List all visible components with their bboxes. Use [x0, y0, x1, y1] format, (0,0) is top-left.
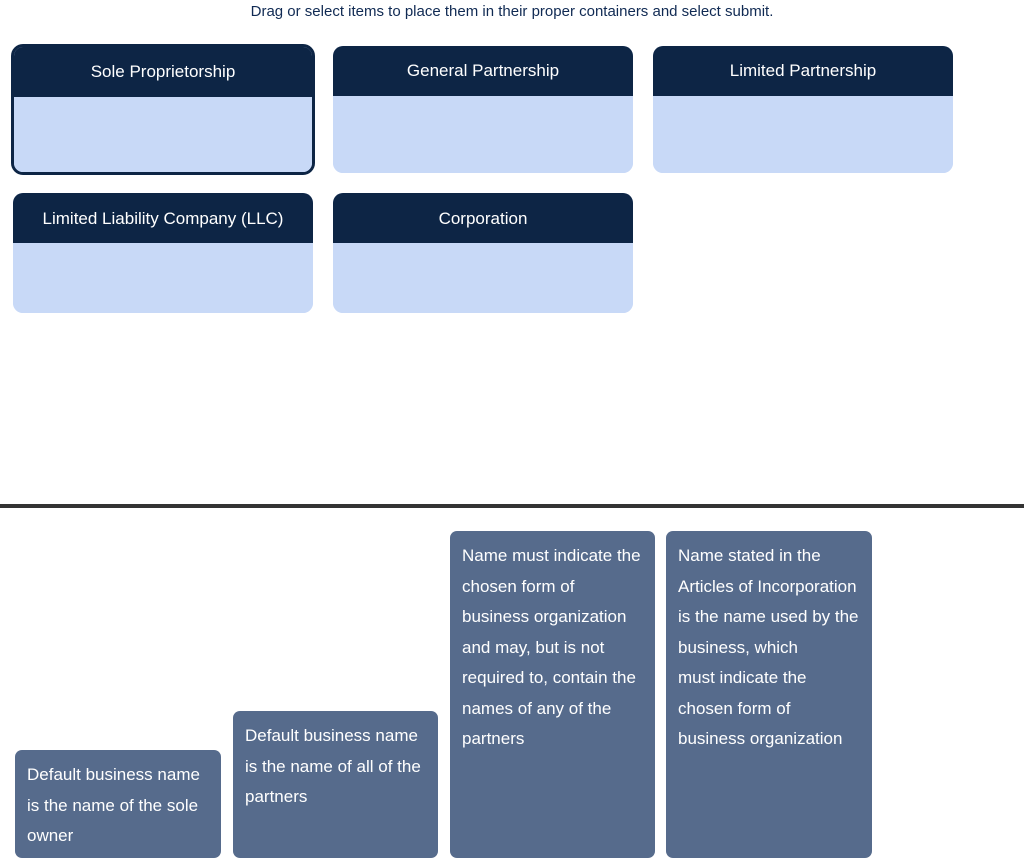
drop-container-slot[interactable]	[653, 96, 953, 173]
drop-container-header: Limited Liability Company (LLC)	[13, 193, 313, 243]
drop-container-slot[interactable]	[333, 243, 633, 313]
draggable-item[interactable]: Name stated in the Articles of Incorpora…	[666, 531, 872, 858]
draggable-item[interactable]: Name must indicate the chosen form of bu…	[450, 531, 655, 858]
draggable-item[interactable]: Default business name is the name of all…	[233, 711, 438, 858]
drop-container-header: Limited Partnership	[653, 46, 953, 96]
drop-container-general-partnership[interactable]: General Partnership	[333, 46, 633, 173]
drop-container-corporation[interactable]: Corporation	[333, 193, 633, 313]
drop-container-slot[interactable]	[14, 97, 312, 172]
draggable-item[interactable]: Default business name is the name of the…	[15, 750, 221, 858]
drop-container-sole-proprietorship[interactable]: Sole Proprietorship	[11, 44, 315, 175]
drop-container-header: Corporation	[333, 193, 633, 243]
item-tray: Default business name is the name of the…	[0, 508, 1024, 863]
drop-container-header: General Partnership	[333, 46, 633, 96]
section-divider	[0, 504, 1024, 508]
drop-container-slot[interactable]	[13, 243, 313, 313]
drop-zone: Sole Proprietorship General Partnership …	[11, 44, 953, 313]
instruction-text: Drag or select items to place them in th…	[250, 3, 774, 20]
drop-container-header: Sole Proprietorship	[14, 47, 312, 97]
drop-container-limited-partnership[interactable]: Limited Partnership	[653, 46, 953, 173]
drop-container-limited-liability-company[interactable]: Limited Liability Company (LLC)	[13, 193, 313, 313]
drop-container-slot[interactable]	[333, 96, 633, 173]
